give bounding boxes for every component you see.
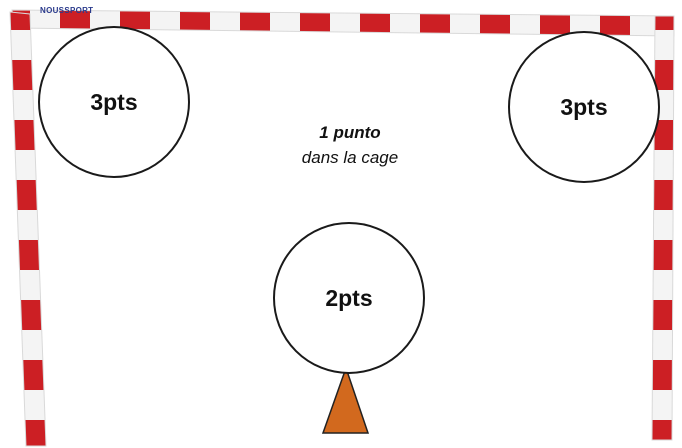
target-zone-top-right: 3pts xyxy=(508,31,660,183)
goal-caption-points: 1 punto xyxy=(319,123,381,142)
goal-caption-text: dans la cage xyxy=(301,148,399,167)
cone-marker xyxy=(321,365,370,434)
goal-post-right xyxy=(651,15,675,441)
zone-points-label: 3pts xyxy=(560,93,608,120)
brand-label: NOUSSPORT xyxy=(40,6,94,15)
zone-points-label: 3pts xyxy=(90,88,138,115)
target-zone-top-left: 3pts xyxy=(38,26,190,178)
goal-post-left xyxy=(9,11,47,447)
zone-points-label: 2pts xyxy=(325,284,373,311)
target-zone-bottom-center: 2pts xyxy=(273,222,425,374)
